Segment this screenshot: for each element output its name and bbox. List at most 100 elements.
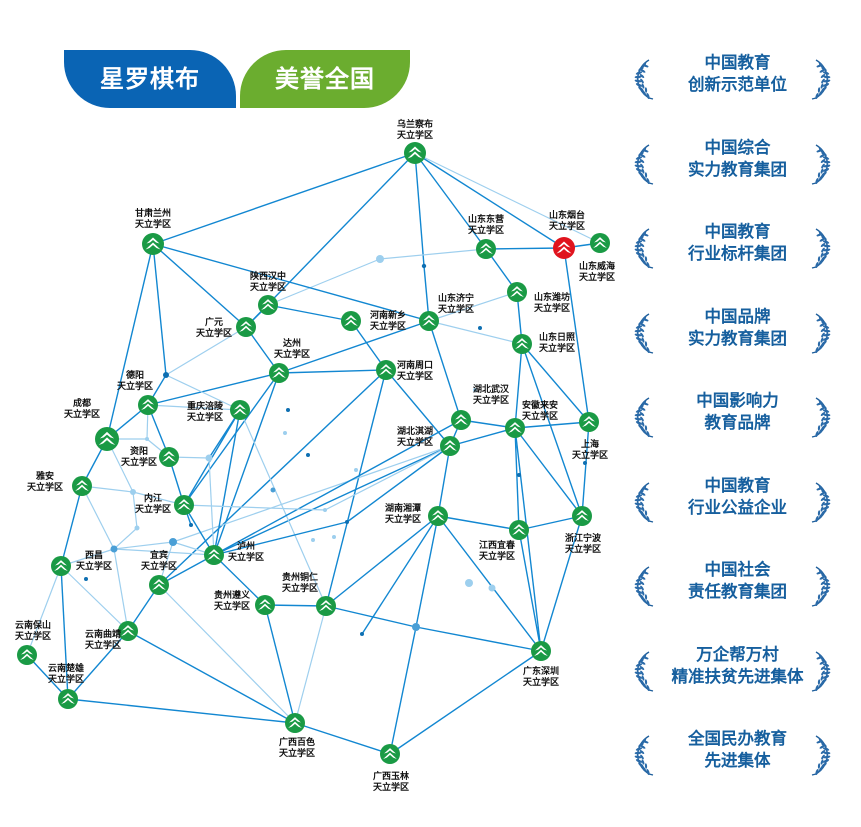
node-label-line2: 天立学区 — [370, 320, 406, 332]
network-edge — [428, 320, 523, 345]
network-edge — [60, 565, 129, 632]
network-edge — [113, 527, 138, 550]
network-edge — [449, 427, 516, 447]
tianli-logo-icon — [479, 243, 493, 254]
node-label-line1: 广西百色 — [279, 736, 315, 748]
network-edge — [213, 409, 241, 556]
network-edge — [267, 304, 352, 322]
junction-dot — [145, 437, 149, 441]
junction-dot — [412, 623, 420, 631]
node-label-line2: 天立学区 — [85, 639, 121, 651]
node-label-line2: 天立学区 — [522, 410, 558, 422]
network-edge — [152, 243, 167, 376]
node-label-line1: 河南周口 — [397, 359, 433, 371]
tianli-logo-icon — [443, 440, 457, 451]
tianli-logo-icon — [258, 599, 272, 610]
node-label-line2: 天立学区 — [48, 673, 84, 685]
network-edge — [437, 515, 520, 531]
node-label-line1: 重庆涪陵 — [187, 400, 224, 412]
laurel-right-icon — [811, 397, 832, 439]
node-label-line1: 广东深圳 — [523, 665, 559, 677]
award-item: 中国教育行业标杆集团 — [625, 221, 850, 306]
tianli-logo-icon — [556, 241, 572, 254]
award-line1: 万企帮万村 — [696, 644, 779, 664]
node-label-line2: 天立学区 — [579, 271, 615, 283]
network-edge — [294, 605, 327, 724]
tianli-logo-icon — [177, 499, 191, 510]
junction-dot — [376, 255, 384, 263]
laurel-right-icon — [811, 228, 832, 270]
node-label-line2: 天立学区 — [135, 218, 171, 230]
junction-dot — [163, 372, 169, 378]
tianli-logo-icon — [272, 367, 286, 378]
network-edge — [514, 427, 542, 652]
tianli-logo-icon — [162, 451, 176, 462]
network-edge — [213, 521, 348, 556]
node-label-line2: 天立学区 — [539, 342, 575, 354]
junction-dot — [134, 525, 140, 531]
tianli-logo-icon — [510, 286, 524, 297]
junction-dot — [205, 454, 213, 462]
award-item: 中国品牌实力教育集团 — [625, 306, 850, 391]
award-line2: 创新示范单位 — [688, 75, 787, 94]
tianli-logo-icon — [454, 414, 468, 425]
junction-dot — [473, 388, 477, 392]
junction-dot — [189, 523, 193, 527]
node-label-line1: 宜宾 — [150, 549, 168, 561]
network-edge — [415, 626, 542, 652]
node-label-line1: 泸州 — [237, 540, 255, 552]
network-edge — [278, 369, 387, 374]
node-label-line2: 天立学区 — [468, 224, 504, 236]
node-label-line2: 天立学区 — [250, 281, 286, 293]
node-label-line1: 江西宜春 — [479, 539, 516, 551]
network-edge — [437, 445, 451, 517]
award-item: 中国社会责任教育集团 — [625, 559, 850, 644]
node-label-line1: 山东东营 — [468, 213, 504, 225]
laurel-right-icon — [811, 735, 832, 777]
network-edge — [361, 515, 439, 635]
node-label-line1: 安徽来安 — [522, 399, 558, 411]
tianli-logo-icon — [508, 422, 522, 433]
award-line1: 中国影响力 — [696, 391, 779, 410]
laurel-right-icon — [811, 312, 832, 354]
award-item: 中国教育行业公益企业 — [625, 475, 850, 560]
node-label-line2: 天立学区 — [141, 560, 177, 572]
network-edge — [514, 427, 520, 531]
tianli-logo-icon — [344, 315, 358, 326]
tianli-logo-icon — [207, 549, 221, 560]
network-edge — [165, 326, 247, 376]
network-nodes: 乌兰察布天立学区甘肃兰州天立学区山东东营天立学区山东烟台天立学区山东威海天立学区… — [15, 118, 615, 793]
node-label-line2: 天立学区 — [397, 370, 433, 382]
network-edge — [213, 419, 462, 556]
network-edge — [325, 369, 387, 607]
award-line2: 行业标杆集团 — [688, 244, 787, 263]
network-edge — [385, 369, 451, 447]
tianli-logo-icon — [152, 579, 166, 590]
node-label-line2: 天立学区 — [214, 600, 250, 612]
network-edge — [428, 291, 518, 322]
network-edge — [414, 152, 487, 250]
network-edge — [158, 584, 296, 724]
tianli-logo-icon — [534, 645, 548, 656]
node-label-line1: 达州 — [283, 337, 301, 349]
node-label-line2: 天立学区 — [27, 481, 63, 493]
award-line1: 中国教育 — [704, 222, 771, 241]
node-label-line1: 德阳 — [126, 369, 144, 381]
award-item: 全国民办教育先进集体 — [625, 728, 850, 813]
tianli-logo-icon — [512, 524, 526, 535]
node-label-line2: 天立学区 — [397, 436, 433, 448]
